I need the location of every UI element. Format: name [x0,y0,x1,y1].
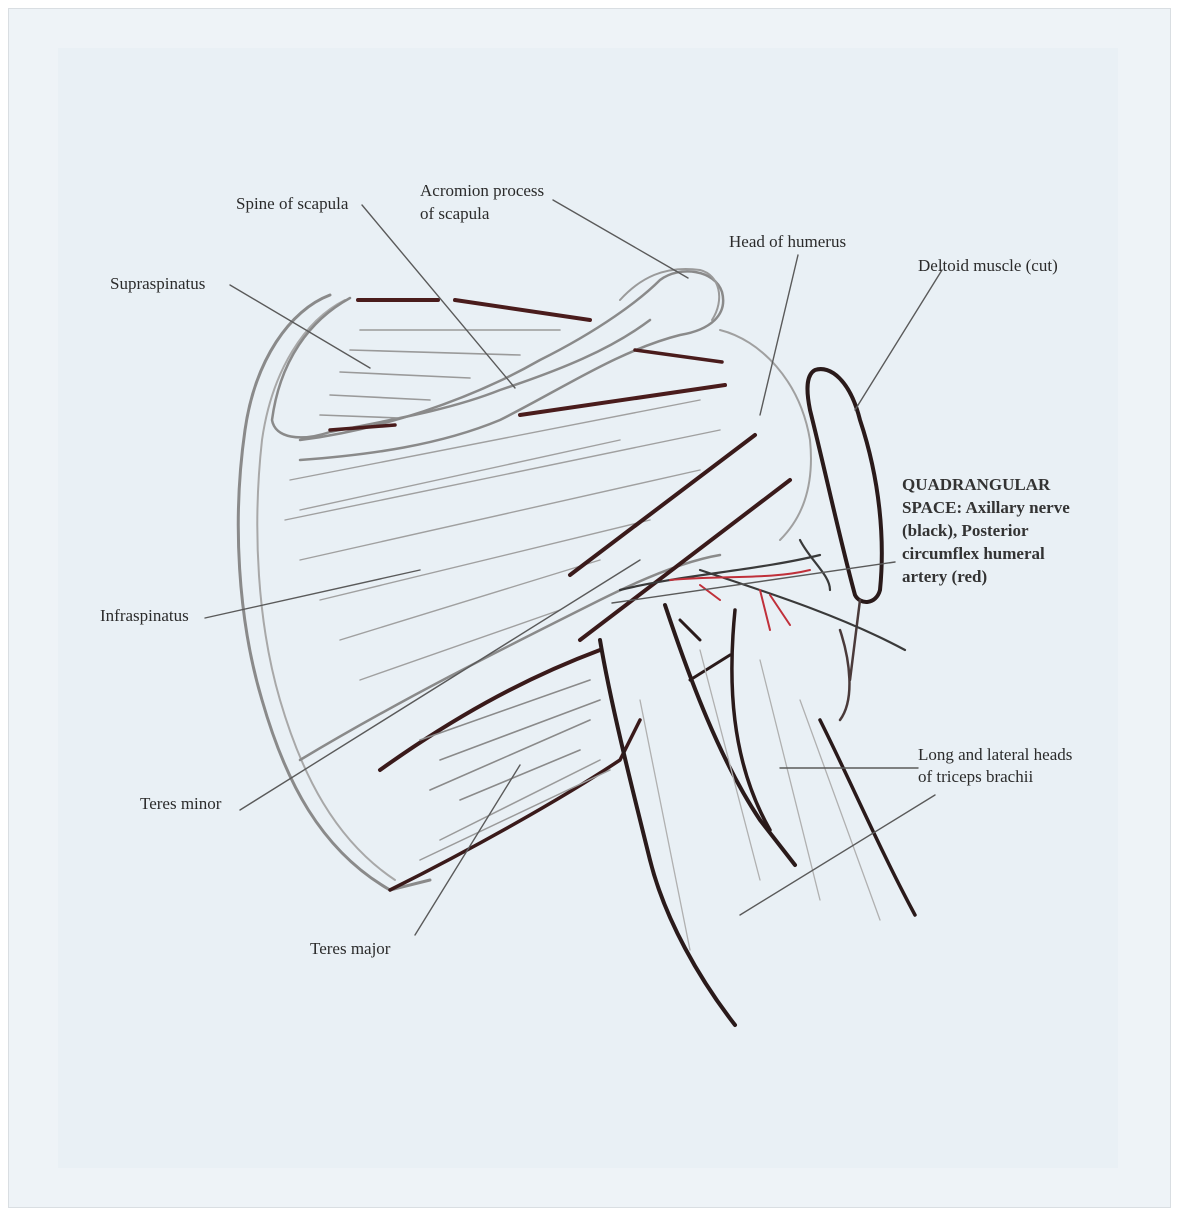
supraspinatus-outline [272,298,650,437]
label-supraspinatus: Supraspinatus [110,274,205,294]
label-quadrangular-2: SPACE: Axillary nerve [902,497,1070,518]
teres-minor-edge [380,650,600,770]
label-quadrangular-5: artery (red) [902,566,987,587]
label-acromion-line2: of scapula [420,204,489,224]
infraspinatus-lower-edge [300,555,720,760]
label-teres-major: Teres major [310,939,390,959]
teres-major-outline [390,720,640,890]
label-infraspinatus: Infraspinatus [100,606,189,626]
scapula-outline [238,295,430,890]
long-head-triceps-inner [665,605,795,865]
label-teres-minor: Teres minor [140,794,221,814]
label-triceps-1: Long and lateral heads [918,745,1072,765]
label-triceps-2: of triceps brachii [918,767,1033,787]
label-quadrangular-4: circumflex humeral [902,543,1045,564]
long-head-triceps-left [600,640,735,1025]
lateral-head-triceps [732,610,915,915]
label-spine-of-scapula: Spine of scapula [236,194,348,214]
label-acromion-line1: Acromion process [420,181,544,201]
head-of-humerus [720,330,811,540]
label-quadrangular-3: (black), Posterior [902,520,1029,541]
acromion-process [620,269,719,320]
label-deltoid: Deltoid muscle (cut) [918,256,1058,276]
label-head-of-humerus: Head of humerus [729,232,846,252]
label-quadrangular-1: QUADRANGULAR [902,474,1050,495]
